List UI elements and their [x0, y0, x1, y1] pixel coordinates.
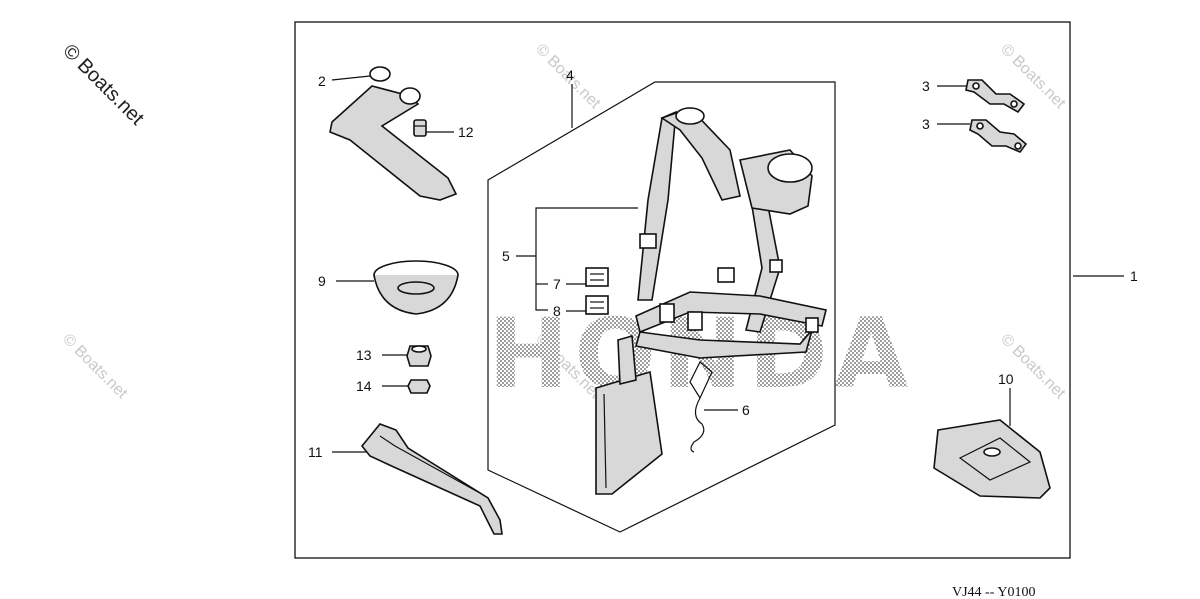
callout-13: 13: [356, 347, 372, 363]
part-handle-bracket: [329, 66, 458, 201]
part-bolt: [413, 119, 427, 137]
callout-14: 14: [356, 378, 372, 394]
callout-1: 1: [1130, 268, 1138, 284]
callout-3-upper: 3: [922, 78, 930, 94]
callout-10: 10: [998, 371, 1014, 387]
part-hip-pad: [595, 334, 663, 495]
part-snap-hook: [689, 361, 713, 453]
callout-7: 7: [553, 276, 561, 292]
part-label-7: [585, 267, 609, 287]
part-nut-small: [407, 379, 431, 394]
callout-5: 5: [502, 248, 510, 264]
watermark-repeat: © Boats.net: [59, 331, 131, 403]
callout-12: 12: [458, 124, 474, 140]
watermark-repeat: © Boats.net: [997, 331, 1069, 403]
callout-3-lower: 3: [922, 116, 930, 132]
callout-8: 8: [553, 303, 561, 319]
callout-2: 2: [318, 73, 326, 89]
leader-line: [535, 207, 638, 311]
callout-9: 9: [318, 273, 326, 289]
watermark-main: © Boats.net: [58, 40, 148, 130]
part-cover: [933, 419, 1051, 499]
part-rubber-cup: [373, 260, 459, 315]
part-guard: [360, 423, 503, 535]
part-clamp-lower: [969, 119, 1028, 153]
callout-4: 4: [566, 67, 574, 83]
leader-line: [331, 75, 371, 81]
part-harness: [634, 107, 827, 359]
part-clamp-upper: [965, 79, 1026, 114]
part-label-8: [585, 295, 609, 315]
diagram-reference-code: VJ44 -- Y0100: [952, 585, 1035, 599]
callout-11: 11: [308, 444, 323, 460]
diagram-frame: [294, 21, 1071, 559]
part-nut-large: [406, 345, 432, 367]
callout-6: 6: [742, 402, 750, 418]
kit-box-outline: [487, 81, 836, 533]
